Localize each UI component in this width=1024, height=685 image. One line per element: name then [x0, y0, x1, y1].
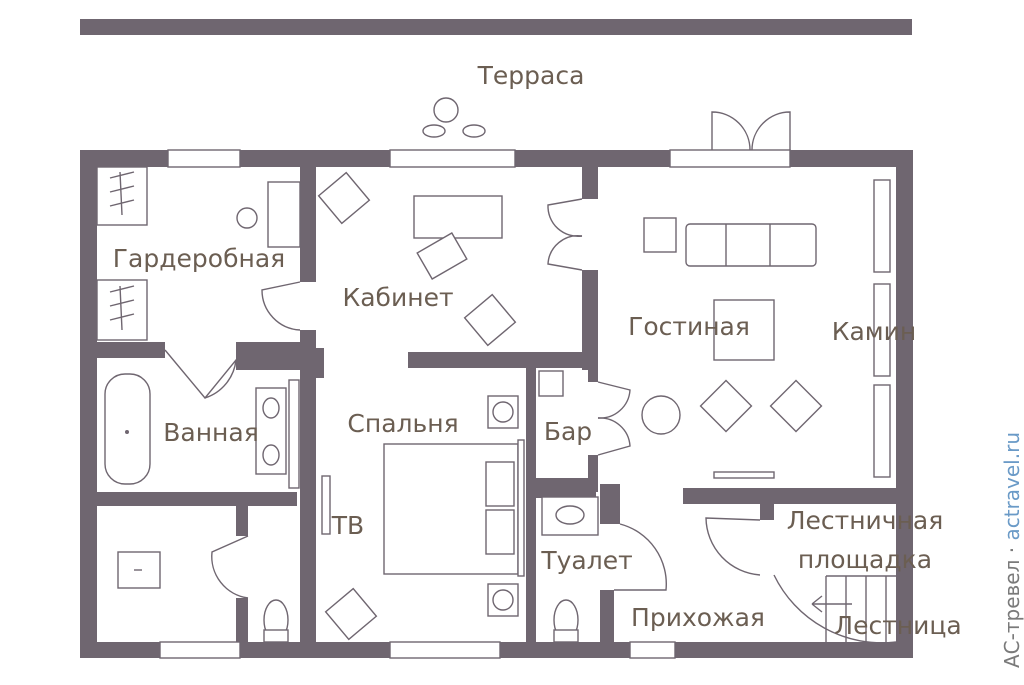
- interior-walls: [97, 167, 896, 642]
- label-office: Кабинет: [342, 283, 453, 312]
- windows: [159, 149, 791, 659]
- label-fireplace: Камин: [832, 317, 917, 346]
- doors: [164, 111, 897, 644]
- label-bathroom: Ванная: [163, 418, 259, 447]
- watermark-site: actravel.ru: [1000, 432, 1024, 541]
- top-border-bar: [80, 19, 912, 35]
- label-terrace: Терраса: [477, 61, 585, 90]
- watermark-separator: ·: [1000, 541, 1024, 560]
- label-toilet: Туалет: [540, 546, 632, 575]
- label-tv: ТВ: [331, 511, 364, 540]
- room-labels: Терраса Гардеробная Кабинет Гостиная Кам…: [113, 61, 962, 640]
- outer-walls: [80, 150, 913, 658]
- label-bar: Бар: [544, 417, 592, 446]
- label-stairs: Лестница: [834, 611, 961, 640]
- label-landing-line1: Лестничная: [787, 506, 944, 535]
- watermark: АС-тревел · actravel.ru: [1000, 432, 1024, 668]
- furniture: [96, 97, 896, 643]
- label-bedroom: Спальня: [347, 409, 458, 438]
- label-hallway: Прихожая: [631, 603, 765, 632]
- watermark-brand: АС-тревел: [1000, 560, 1024, 668]
- label-landing-line2: площадка: [798, 545, 932, 574]
- label-living-room: Гостиная: [628, 312, 750, 341]
- label-wardrobe: Гардеробная: [113, 244, 285, 273]
